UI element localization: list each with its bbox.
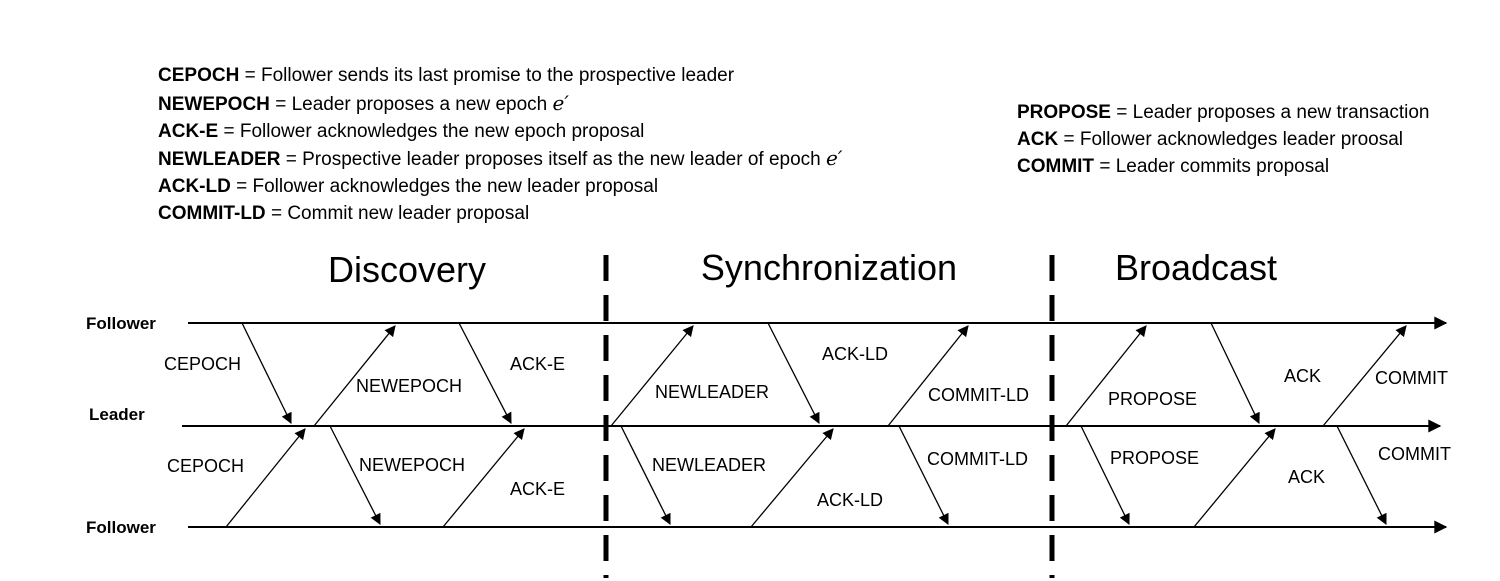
epoch-symbol: e′: [826, 146, 843, 171]
legend-equals: =: [270, 202, 283, 224]
legend-desc: Leader proposes a new epoch: [291, 93, 548, 115]
msg-label-ack-ld-bottom: ACK-LD: [817, 490, 883, 510]
legend-desc: Follower acknowledges the new leader pro…: [252, 176, 659, 198]
legend-term: NEWEPOCH: [158, 93, 270, 115]
legend-desc: Leader commits proposal: [1115, 155, 1330, 177]
arrow-commit-ld-bottom: [898, 425, 949, 525]
arrow-commit-bottom: [1336, 425, 1387, 525]
arrow-ack-e-top: [458, 322, 512, 424]
legend-row-ack: ACK = Follower acknowledges leader proos…: [1017, 127, 1429, 154]
msg-label-ack-bottom: ACK: [1288, 467, 1325, 487]
legend-equals: =: [1063, 128, 1075, 150]
msg-label-newleader-top: NEWLEADER: [655, 382, 769, 402]
msg-label-cepoch-bottom: CEPOCH: [167, 456, 244, 476]
arrow-ack-ld-bottom: [750, 428, 834, 528]
legend-row-ack-e: ACK-E = Follower acknowledges the new ep…: [158, 119, 842, 146]
arrow-propose-top: [1065, 325, 1147, 427]
legend-row-propose: PROPOSE = Leader proposes a new transact…: [1017, 100, 1429, 127]
legend-equals: =: [1116, 102, 1128, 123]
legend-term: ACK-LD: [158, 176, 231, 198]
arrow-commit-top: [1322, 325, 1407, 427]
legend-equals: =: [1099, 155, 1111, 177]
legend-term: NEWLEADER: [158, 149, 281, 171]
legend-desc: Follower acknowledges leader proosal: [1079, 128, 1404, 150]
legend-term: CEPOCH: [158, 65, 240, 86]
legend-row-ack-ld: ACK-LD = Follower acknowledges the new l…: [158, 174, 842, 201]
arrow-ack-ld-top: [767, 322, 820, 424]
legend-equals: =: [236, 176, 248, 198]
lane-label-follower-top: Follower: [86, 314, 156, 333]
arrow-commit-ld-top: [887, 325, 969, 427]
arrow-newepoch-top: [313, 325, 396, 427]
arrow-ack-bottom: [1193, 428, 1276, 528]
legend-term: ACK-E: [158, 120, 219, 142]
message-arrows-bottom: [225, 425, 1387, 528]
lane-label-follower-bottom: Follower: [86, 518, 156, 537]
epoch-symbol: e′: [552, 90, 569, 115]
msg-label-newleader-bottom: NEWLEADER: [652, 455, 766, 475]
phase-title-synchronization: Synchronization: [701, 247, 957, 288]
legend-row-newepoch: NEWEPOCH = Leader proposes a new epoch e…: [158, 90, 842, 119]
phase-title-broadcast: Broadcast: [1115, 247, 1277, 288]
msg-label-commit-ld-bottom: COMMIT-LD: [927, 449, 1028, 469]
legend-row-cepoch: CEPOCH = Follower sends its last promise…: [158, 63, 842, 90]
legend-row-newleader: NEWLEADER = Prospective leader proposes …: [158, 145, 842, 174]
msg-label-cepoch-top: CEPOCH: [164, 354, 241, 374]
msg-label-ack-ld-top: ACK-LD: [822, 344, 888, 364]
arrow-newleader-top: [610, 325, 694, 427]
legend-equals: =: [285, 149, 297, 171]
msg-label-commit-bottom: COMMIT: [1378, 444, 1451, 464]
legend-term: COMMIT: [1017, 155, 1095, 177]
msg-label-propose-top: PROPOSE: [1108, 389, 1197, 409]
legend-equals: =: [223, 120, 235, 142]
msg-label-propose-bottom: PROPOSE: [1110, 448, 1199, 468]
msg-label-newepoch-bottom: NEWEPOCH: [359, 455, 465, 475]
msg-label-ack-top: ACK: [1284, 366, 1321, 386]
arrow-newepoch-bottom: [329, 425, 381, 525]
msg-label-ack-e-bottom: ACK-E: [510, 479, 565, 499]
msg-label-commit-top: COMMIT: [1375, 368, 1448, 388]
msg-label-newepoch-top: NEWEPOCH: [356, 376, 462, 396]
legend-right: PROPOSE = Leader proposes a new transact…: [1017, 100, 1429, 180]
legend-left: CEPOCH = Follower sends its last promise…: [158, 63, 842, 228]
legend-equals: =: [275, 93, 287, 115]
legend-desc: Follower sends its last promise to the p…: [260, 65, 735, 86]
message-arrows-top: [241, 322, 1407, 427]
legend-term: COMMIT-LD: [158, 202, 266, 224]
legend-term: ACK: [1017, 128, 1059, 150]
msg-label-ack-e-top: ACK-E: [510, 354, 565, 374]
legend-desc: Commit new leader proposal: [287, 202, 530, 224]
legend-row-commit: COMMIT = Leader commits proposal: [1017, 154, 1429, 181]
lane-label-leader: Leader: [89, 405, 145, 424]
legend-term: PROPOSE: [1017, 102, 1111, 123]
arrow-ack-e-bottom: [442, 428, 525, 528]
legend-desc: Follower acknowledges the new epoch prop…: [239, 120, 645, 142]
arrow-newleader-bottom: [620, 425, 671, 525]
arrow-ack-top: [1210, 322, 1260, 424]
msg-label-commit-ld-top: COMMIT-LD: [928, 385, 1029, 405]
arrow-cepoch-bottom: [225, 428, 306, 528]
legend-equals: =: [244, 65, 256, 86]
phase-title-discovery: Discovery: [328, 249, 486, 290]
arrow-cepoch-top: [241, 322, 292, 424]
legend-row-commit-ld: COMMIT-LD = Commit new leader proposal: [158, 201, 842, 228]
arrow-propose-bottom: [1080, 425, 1130, 525]
legend-desc: Prospective leader proposes itself as th…: [302, 149, 821, 171]
legend-desc: Leader proposes a new transaction: [1132, 102, 1430, 123]
